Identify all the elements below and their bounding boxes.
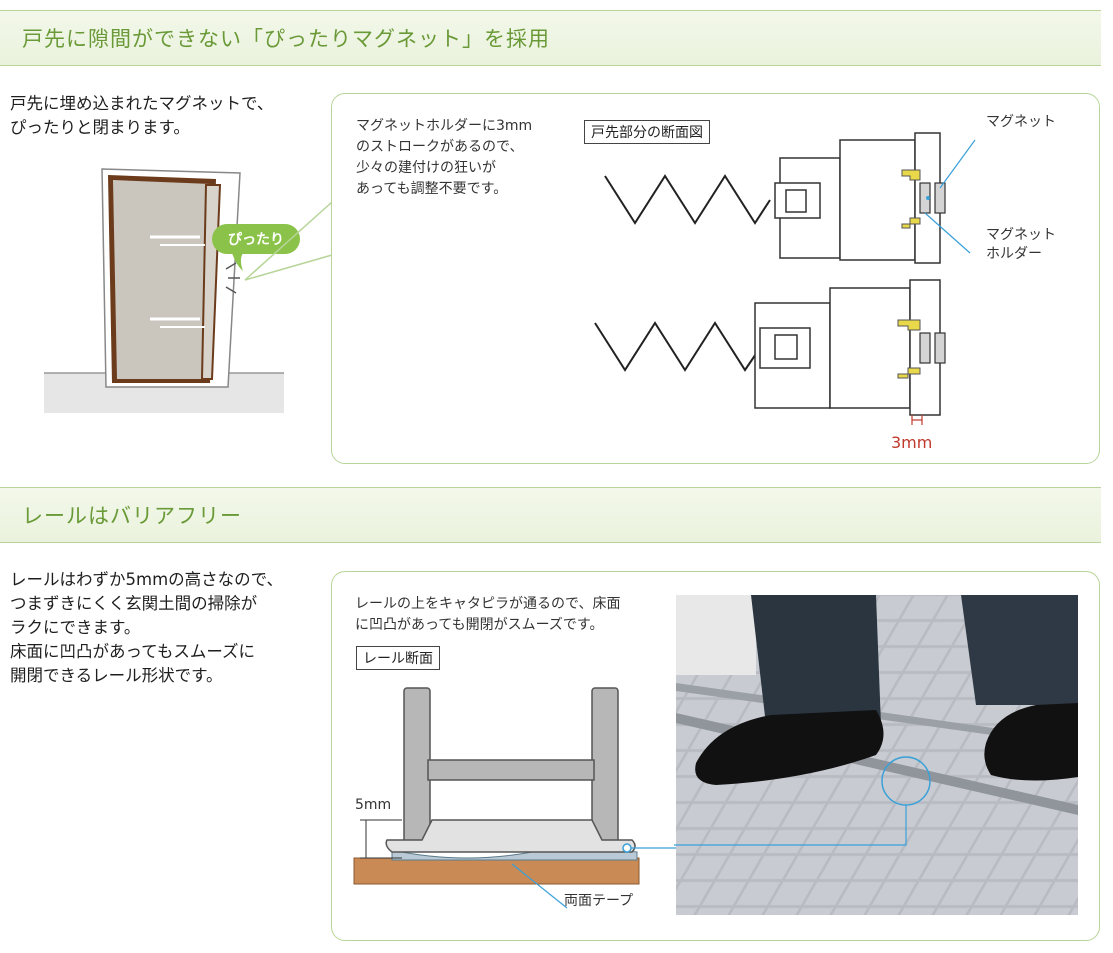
section2-note: レールの上をキャタピラが通るので、床面 に凹凸があっても開閉がスムーズです。 — [355, 596, 621, 633]
magnet-label: マグネット — [986, 114, 1056, 130]
callout-connector — [244, 201, 333, 281]
section1-panel — [331, 93, 1100, 464]
section1-note: マグネットホルダーに3mm のストロークがあるので、 少々の建付けの狂いが あっ… — [356, 118, 533, 197]
dimension-3mm-label: 3mm — [891, 433, 933, 452]
section1-title: 戸先に隙間ができない「ぴったりマグネット」を採用 — [22, 27, 550, 51]
double-sided-tape-label: 両面テープ — [564, 893, 634, 909]
section1-description: 戸先に埋め込まれたマグネットで、 ぴったりと閉まります。 — [10, 94, 274, 137]
rail-cross-section-diagram — [353, 687, 908, 909]
bubble-label: ぴったり — [228, 232, 284, 248]
section1-diagram-label: 戸先部分の断面図 — [584, 120, 710, 144]
section2-description: レールはわずか5mmの高さなので、 つまずきにくく玄関土間の掃除が ラクにできま… — [10, 570, 283, 685]
section1-header: 戸先に隙間ができない「ぴったりマグネット」を採用 — [0, 10, 1101, 66]
rail-height-label: 5mm — [355, 797, 392, 813]
door-cross-section-diagram — [594, 132, 976, 425]
magnet-holder-label: マグネット ホルダー — [986, 227, 1056, 262]
rail-photo — [674, 595, 1078, 915]
section2-title: レールはバリアフリー — [22, 504, 242, 528]
door-illustration — [44, 168, 284, 413]
section2-header: レールはバリアフリー — [0, 487, 1101, 543]
bubble-pittari: ぴったり — [212, 224, 300, 254]
section2-diagram-label: レール断面 — [356, 646, 440, 670]
